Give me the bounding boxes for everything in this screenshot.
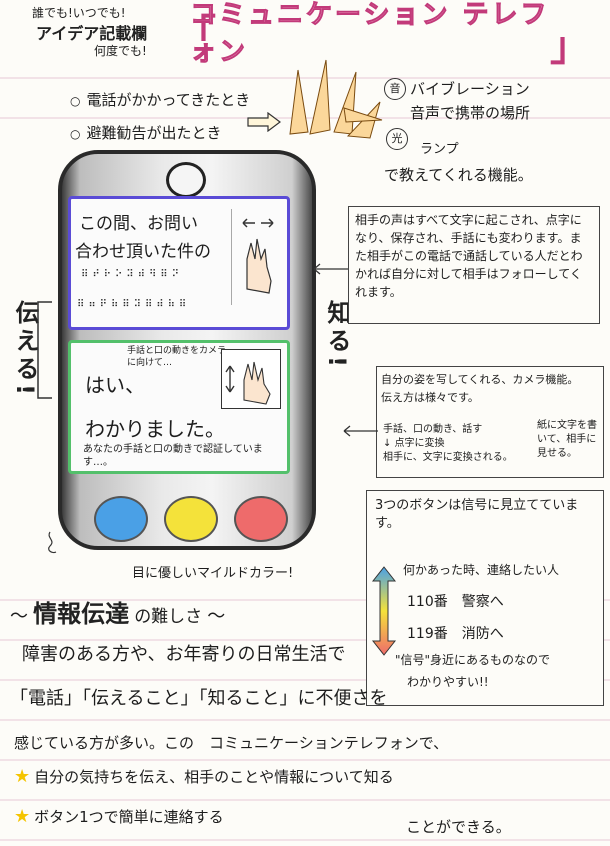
call-button-red[interactable] xyxy=(234,496,288,542)
light-icon: 光 xyxy=(386,128,408,150)
burst-icon xyxy=(289,59,383,139)
know-label: 知る! xyxy=(323,300,351,371)
notify-vibration: バイブレーション xyxy=(410,80,530,98)
phone-illustration: この間、お問い 合わせ頂いた件の ⠿⠞⠗⠕⠽⠾⠻⠿⠝ ⠿⠶⠟⠷⠿⠽⠿⠾⠷⠿ 手話… xyxy=(58,150,316,550)
signal-note-line1: "信号"身近にあるものなので xyxy=(395,653,551,667)
tell-method-sign-line1: 手話、口の動き、話す xyxy=(383,424,483,435)
title-bracket-close: 」 xyxy=(550,24,590,70)
essay-ending: ことができる。 xyxy=(406,818,511,836)
left-bracket-line xyxy=(37,301,52,399)
heading-main: 情報伝達 xyxy=(33,600,130,628)
reply-line1: はい、 xyxy=(85,373,145,397)
bullet2-text: ボタン1つで簡単に連絡する xyxy=(34,808,224,826)
arrow-left-icon xyxy=(313,263,348,275)
title-banner: コミュニケーション テレフォン xyxy=(190,0,550,68)
screen-received: この間、お問い 合わせ頂いた件の ⠿⠞⠗⠕⠽⠾⠻⠿⠝ ⠿⠶⠟⠷⠿⠽⠿⠾⠷⠿ xyxy=(68,196,290,330)
essay-bullet1: ★自分の気持ちを伝え、相手のことや情報について知る xyxy=(14,766,394,787)
essay-line1: 障害のある方や、お年寄りの日常生活で xyxy=(22,644,346,665)
title-bracket-open: 「 xyxy=(176,12,216,58)
sound-icon-label: 音 xyxy=(389,82,401,95)
squiggle-mark xyxy=(48,531,57,554)
button-box-title: 3つのボタンは信号に見立てています。 xyxy=(375,498,579,531)
trigger-list: ○電話がかかってきたとき ○避難勧告が出たとき xyxy=(70,84,250,150)
trigger-item: ○避難勧告が出たとき xyxy=(70,124,222,142)
button-color-caption: 目に優しいマイルドカラー! xyxy=(132,566,294,581)
auth-status: あなたの手話と口の動きで認証しています…。 xyxy=(83,444,263,468)
notify-summary: で教えてくれる機能。 xyxy=(384,166,533,184)
heading-tilde: ～ xyxy=(10,606,28,627)
essay-bullet2: ★ボタン1つで簡単に連絡する xyxy=(14,806,224,827)
contact-when-line: 何かあった時、連絡したい人 xyxy=(403,563,560,577)
hand-camera-icon xyxy=(225,361,271,405)
idea-corner: 誰でも!いつでも! アイデア記載欄 何度でも! xyxy=(14,6,174,58)
tell-method-sign: 手話、口の動き、話す ↓ 点字に変換 相手に、文字に変換される。 xyxy=(383,423,513,465)
trigger-item: ○電話がかかってきたとき xyxy=(70,91,251,109)
arrow-right-icon xyxy=(247,112,281,132)
corner-title: アイデア記載欄 xyxy=(36,24,148,43)
light-icon-label: 光 xyxy=(391,132,403,145)
tell-explanation-box: 自分の姿を写してくれる、カメラ機能。 伝え方は様々です。 手話、口の動き、話す … xyxy=(376,366,604,478)
notify-sound: 音声で携帯の場所 xyxy=(410,104,531,122)
signal-arrow-icon xyxy=(371,566,397,656)
braille-dots: ⠿⠞⠗⠕⠽⠾⠻⠿⠝ xyxy=(81,269,183,280)
received-message-line1: この間、お問い xyxy=(79,214,198,234)
tell-camera-feature: 自分の姿を写してくれる、カメラ機能。 xyxy=(381,373,579,386)
call-button-yellow[interactable] xyxy=(164,496,218,542)
camera-icon xyxy=(166,162,206,198)
sound-icon: 音 xyxy=(384,78,406,100)
button-explanation-box: 3つのボタンは信号に見立てています。 何かあった時、連絡したい人 110番 警察… xyxy=(366,490,604,706)
police-line: 110番 警察へ xyxy=(407,594,504,610)
tell-method-sign-line3: 相手に、文字に変換される。 xyxy=(383,452,513,463)
essay-heading: ～ 情報伝達 の難しさ ～ xyxy=(10,594,225,629)
braille-dots: ⠿⠶⠟⠷⠿⠽⠿⠾⠷⠿ xyxy=(77,299,191,310)
notify-lamp: ランプ xyxy=(420,142,459,157)
tell-label: 伝える! xyxy=(11,300,39,399)
heading-tilde-end: ～ xyxy=(207,606,226,627)
screen-send: 手話と口の動きをカメラに向けて… はい、 わかりました。 あなたの手話と口の動き… xyxy=(68,340,290,474)
essay-line3: 感じている方が多い。この コミュニケーションテレフォンで、 xyxy=(14,734,449,752)
received-message-line2: 合わせ頂いた件の xyxy=(75,242,211,262)
trigger-call: 電話がかかってきたとき xyxy=(86,91,251,109)
bullet1-text: 自分の気持ちを伝え、相手のことや情報について知る xyxy=(34,768,394,786)
heading-suffix: の難しさ xyxy=(134,607,203,627)
arrow-left-icon xyxy=(343,425,378,437)
star-icon: ★ xyxy=(14,806,31,827)
know-explanation-box: 相手の声はすべて文字に起こされ、点字になり、保存され、手話にも変わります。また相… xyxy=(348,206,600,324)
call-button-blue[interactable] xyxy=(94,496,148,542)
camera-preview xyxy=(221,349,281,409)
fire-line: 119番 消防へ xyxy=(407,626,504,642)
star-icon: ★ xyxy=(14,766,31,787)
corner-tagline: 誰でも!いつでも! xyxy=(32,6,126,20)
trigger-evacuation: 避難勧告が出たとき xyxy=(86,124,222,142)
tell-methods: 伝え方は様々です。 xyxy=(381,391,479,404)
essay-line2: 「電話」「伝えること」「知ること」に不便さを xyxy=(10,688,388,709)
signal-note-line2: わかりやすい!! xyxy=(407,675,489,689)
sign-language-hand-icon xyxy=(231,209,274,305)
camera-instruction: 手話と口の動きをカメラに向けて… xyxy=(127,346,227,368)
tell-method-paper: 紙に文字を書いて、相手に見せる。 xyxy=(537,420,597,459)
tell-method-sign-line2: ↓ 点字に変換 xyxy=(383,438,445,449)
page-title: コミュニケーション テレフォン xyxy=(190,0,550,68)
corner-subline: 何度でも! xyxy=(94,44,147,58)
reply-line2: わかりました。 xyxy=(85,417,225,441)
